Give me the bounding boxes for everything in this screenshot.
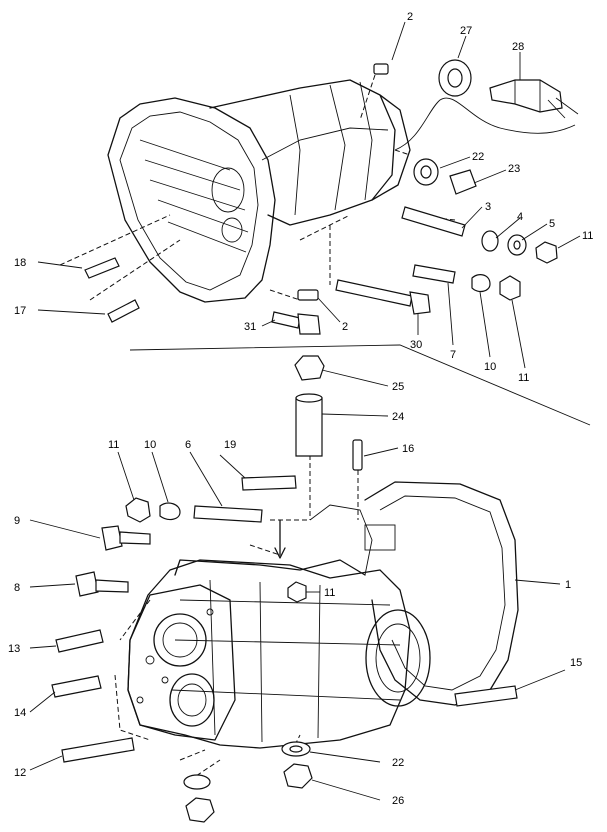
part-9-bolt bbox=[101, 525, 151, 551]
label-11-lower: 11 bbox=[108, 439, 119, 451]
part-31-bolt bbox=[271, 311, 321, 335]
label-22-lower: 22 bbox=[392, 757, 404, 769]
label-8: 8 bbox=[14, 582, 20, 594]
part-6-stud bbox=[193, 505, 263, 523]
part-11-nut-middle bbox=[287, 581, 307, 603]
part-2-pin-lower bbox=[297, 289, 319, 301]
label-11-upper: 11 bbox=[582, 230, 593, 242]
label-19: 19 bbox=[224, 439, 236, 451]
lower-transmission-case bbox=[127, 481, 519, 749]
callout-labels: 2 27 28 22 23 3 4 5 11 18 17 31 2 30 7 1… bbox=[8, 11, 593, 807]
part-17-stud bbox=[107, 299, 140, 323]
part-11-nut-upper-2 bbox=[499, 275, 521, 301]
label-9: 9 bbox=[14, 515, 20, 527]
label-12: 12 bbox=[14, 767, 26, 779]
part-5-washer bbox=[507, 234, 527, 256]
label-2-top: 2 bbox=[407, 11, 413, 23]
label-16: 16 bbox=[402, 443, 414, 455]
part-7-stud bbox=[412, 264, 456, 284]
label-11-upper-2: 11 bbox=[518, 372, 529, 384]
label-15: 15 bbox=[570, 657, 582, 669]
part-23-plug bbox=[449, 169, 477, 195]
label-27: 27 bbox=[460, 25, 472, 37]
part-10-washer-lower bbox=[159, 502, 181, 521]
label-10-lower: 10 bbox=[144, 439, 156, 451]
part-22-washer-lower bbox=[183, 741, 311, 790]
part-15-stud bbox=[454, 685, 518, 707]
label-13: 13 bbox=[8, 643, 20, 655]
label-3: 3 bbox=[485, 201, 491, 213]
part-11-nut-lower bbox=[125, 497, 151, 523]
part-4-washer bbox=[481, 230, 499, 252]
part-27-washer bbox=[438, 59, 472, 97]
label-30: 30 bbox=[410, 339, 422, 351]
label-26: 26 bbox=[392, 795, 404, 807]
label-18: 18 bbox=[14, 257, 26, 269]
part-12-stud bbox=[61, 737, 135, 763]
label-23: 23 bbox=[508, 163, 520, 175]
part-19-stud bbox=[241, 475, 297, 491]
label-10-upper: 10 bbox=[484, 361, 496, 373]
part-28-switch bbox=[489, 79, 579, 119]
upper-transmission-housing bbox=[107, 79, 411, 303]
part-18-stud bbox=[84, 257, 120, 279]
wiring-curve bbox=[394, 97, 576, 151]
label-11-middle: 11 bbox=[324, 587, 335, 599]
label-5: 5 bbox=[549, 218, 555, 230]
part-24-tube bbox=[295, 393, 323, 457]
label-2-lower: 2 bbox=[342, 321, 348, 333]
part-8-bolt bbox=[75, 571, 129, 597]
part-13-stud bbox=[55, 629, 104, 653]
arrow-pointer bbox=[274, 519, 286, 559]
label-7: 7 bbox=[450, 349, 456, 361]
part-16-stud bbox=[352, 439, 363, 471]
leader-lines bbox=[29, 21, 581, 801]
assembly-guide-lines-upper bbox=[59, 74, 456, 301]
part-30-bolt bbox=[335, 279, 431, 315]
label-22-upper: 22 bbox=[472, 151, 484, 163]
label-24: 24 bbox=[392, 411, 404, 423]
part-3-stud bbox=[401, 206, 466, 237]
part-26-nut bbox=[185, 763, 313, 823]
label-17: 17 bbox=[14, 305, 26, 317]
label-28: 28 bbox=[512, 41, 524, 53]
part-10-washer-upper bbox=[471, 274, 491, 293]
label-4: 4 bbox=[517, 211, 523, 223]
label-1: 1 bbox=[565, 579, 571, 591]
part-22-ring-upper bbox=[413, 158, 439, 186]
part-14-stud bbox=[51, 675, 102, 698]
part-11-nut-upper bbox=[535, 241, 558, 264]
part-2-pin-top bbox=[373, 63, 389, 75]
label-25: 25 bbox=[392, 381, 404, 393]
label-14: 14 bbox=[14, 707, 26, 719]
view-separator bbox=[129, 344, 591, 426]
label-31: 31 bbox=[244, 321, 256, 333]
part-25-cap bbox=[294, 355, 325, 381]
label-6: 6 bbox=[185, 439, 191, 451]
assembly-guide-lines-lower bbox=[114, 455, 359, 781]
